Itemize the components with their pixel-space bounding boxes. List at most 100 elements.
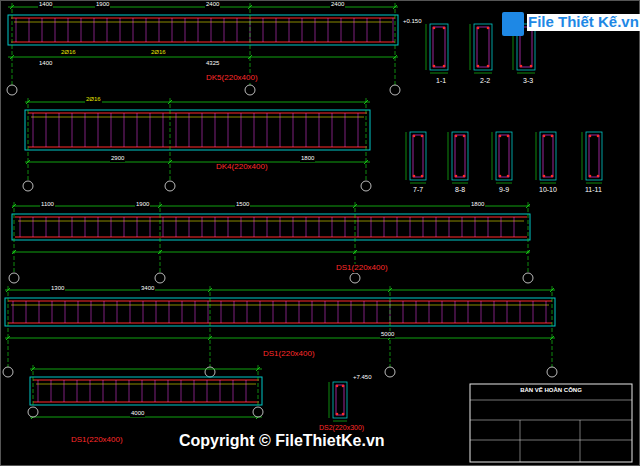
- stirrup: [384, 217, 385, 237]
- stirrup: [481, 301, 482, 323]
- stirrup: [215, 217, 216, 237]
- axis-bubble: [385, 367, 395, 377]
- stirrup: [168, 380, 169, 402]
- dimension-tick: [248, 55, 252, 59]
- stirrup: [267, 113, 268, 147]
- stirrup: [423, 217, 424, 237]
- dimension-line: [582, 132, 583, 180]
- stirrup: [273, 301, 274, 323]
- rebar-dot: [499, 135, 502, 138]
- dimension-tick: [526, 204, 530, 208]
- dimension-tick: [6, 336, 10, 340]
- dimension-line: [517, 73, 535, 74]
- rebar-dot: [336, 413, 339, 416]
- rebar-dot: [477, 65, 480, 68]
- stirrup: [111, 113, 112, 147]
- dimension-text: 2400: [205, 1, 220, 8]
- dimension-tick: [12, 250, 16, 254]
- axis-bubble: [9, 273, 19, 283]
- rebar-dot: [589, 175, 592, 178]
- dimension-tick: [26, 100, 30, 104]
- stirrup: [302, 18, 303, 42]
- section-outline: [430, 24, 448, 70]
- stirrup: [449, 217, 450, 237]
- dimension-line: [586, 183, 602, 184]
- bottom-rebar: [15, 236, 527, 237]
- dimension-text: 2900: [110, 155, 125, 162]
- axis-line: [390, 286, 391, 367]
- rebar-dot: [455, 135, 458, 138]
- section-stirrup: [433, 27, 445, 67]
- stirrup: [207, 380, 208, 402]
- axis-line: [170, 98, 171, 181]
- stirrup: [455, 301, 456, 323]
- dimension-tick: [31, 367, 35, 371]
- stirrup: [13, 301, 14, 323]
- stirrup: [315, 18, 316, 42]
- section-stirrup: [455, 135, 465, 177]
- stirrup: [59, 217, 60, 237]
- section-outline: [452, 132, 468, 180]
- title-block-rule: [470, 400, 632, 401]
- stirrup: [189, 113, 190, 147]
- stirrup: [172, 18, 173, 42]
- dimension-tick: [158, 250, 162, 254]
- level-mark: +7.450: [352, 374, 373, 381]
- stirrup: [358, 217, 359, 237]
- stirrup: [176, 217, 177, 237]
- stirrup: [39, 301, 40, 323]
- axis-line: [528, 202, 529, 273]
- stirrup: [195, 301, 196, 323]
- extra-rebar: [11, 305, 549, 306]
- stirrup: [208, 301, 209, 323]
- axis-line: [160, 202, 161, 273]
- title-block-rule: [580, 420, 581, 462]
- stirrup: [46, 217, 47, 237]
- rebar-dot: [421, 135, 424, 138]
- dimension-text: 3400: [140, 285, 155, 292]
- stirrup: [189, 217, 190, 237]
- axis-bubble: [361, 181, 371, 191]
- dimension-tick: [526, 250, 530, 254]
- section-stirrup: [543, 135, 553, 177]
- stirrup: [38, 380, 39, 402]
- title-block-rule: [520, 420, 521, 462]
- rebar-dot: [455, 175, 458, 178]
- axis-bubble: [523, 273, 533, 283]
- beam-name: DS1(220x400): [262, 350, 316, 359]
- logo-text: File Thiết Kế.vn: [527, 14, 640, 31]
- rebar-dot: [551, 175, 554, 178]
- dimension-line: [492, 132, 493, 180]
- stirrup: [403, 301, 404, 323]
- stirrup: [103, 380, 104, 402]
- dimension-tick: [393, 5, 397, 9]
- dimension-tick: [10, 55, 14, 59]
- top-rebar: [11, 17, 395, 18]
- rebar-dot: [507, 175, 510, 178]
- stirrup: [98, 113, 99, 147]
- beam-name: DS1(220x400): [70, 436, 124, 445]
- stirrup: [68, 18, 69, 42]
- stirrup: [72, 217, 73, 237]
- bottom-rebar: [11, 41, 395, 42]
- dimension-tick: [364, 160, 368, 164]
- rebar-dot: [342, 385, 345, 388]
- stirrup: [211, 18, 212, 42]
- stirrup: [202, 217, 203, 237]
- stirrup: [72, 113, 73, 147]
- stirrup: [494, 301, 495, 323]
- rebar-dot: [413, 135, 416, 138]
- stirrup: [104, 301, 105, 323]
- stirrup: [142, 380, 143, 402]
- stirrup: [364, 301, 365, 323]
- stirrup: [436, 217, 437, 237]
- stirrup: [332, 217, 333, 237]
- stirrup: [163, 113, 164, 147]
- stirrup: [20, 217, 21, 237]
- axis-line: [210, 286, 211, 367]
- section-name: 9-9: [498, 186, 510, 194]
- rebar-dot: [336, 385, 339, 388]
- extra-rebar: [36, 384, 256, 385]
- axis-bubble: [155, 273, 165, 283]
- axis-line: [33, 365, 34, 407]
